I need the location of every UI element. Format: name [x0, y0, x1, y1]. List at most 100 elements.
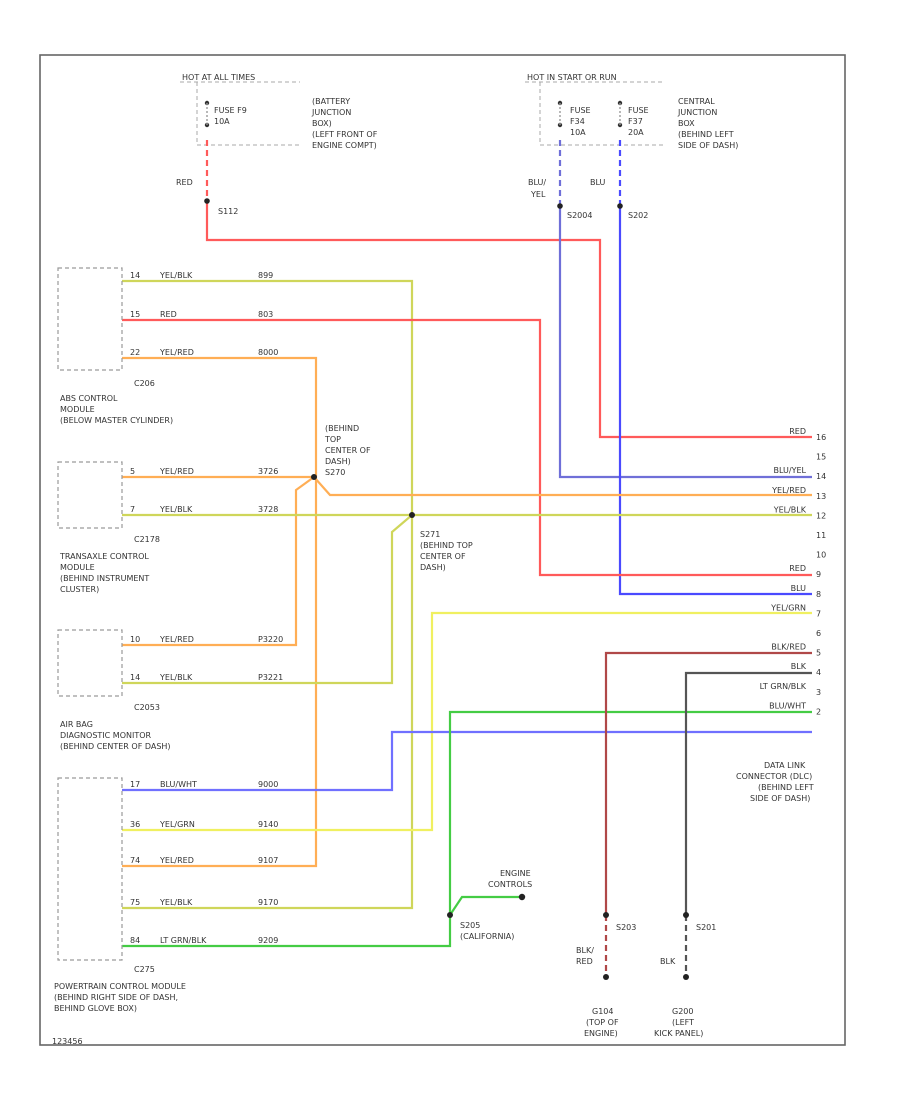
- right-power-source: HOT IN START OR RUN FUSE F34 10A FUSE F3…: [525, 73, 738, 150]
- module-name-line: POWERTRAIN CONTROL MODULE: [54, 982, 186, 991]
- blu-yel-label-2: YEL: [530, 190, 546, 199]
- module-wire-color: YEL/BLK: [159, 898, 193, 907]
- g200-name-3: KICK PANEL): [654, 1029, 703, 1038]
- bjb-line-5: ENGINE COMPT): [312, 141, 377, 150]
- module-pin-number: 74: [130, 856, 140, 865]
- dlc-wire-color: BLK/RED: [771, 643, 806, 652]
- dlc-pin-number: 11: [816, 531, 826, 540]
- dlc-pin-number: 8: [816, 590, 821, 599]
- dlc-pin-11: 11: [816, 531, 826, 540]
- dlc-name-4: SIDE OF DASH): [750, 794, 810, 803]
- module-id: C206: [134, 379, 155, 388]
- s205-splice: [447, 912, 453, 918]
- module-wire-color: YEL/RED: [159, 635, 194, 644]
- s201-splice: [683, 912, 689, 918]
- module-wire-color: YEL/BLK: [159, 271, 193, 280]
- module-circuit-number: 803: [258, 310, 273, 319]
- s202-label: S202: [628, 211, 648, 220]
- bjb-line-4: (LEFT FRONT OF: [312, 130, 378, 139]
- dlc-pin-number: 3: [816, 688, 821, 697]
- module-pin-number: 17: [130, 780, 140, 789]
- module-connector-box: [57, 629, 123, 697]
- module-wire-color: YEL/RED: [159, 856, 194, 865]
- module-pin-number: 7: [130, 505, 135, 514]
- fuse-f37-num: F37: [628, 117, 643, 126]
- module-wire-color: YEL/BLK: [159, 673, 193, 682]
- module-pin-number: 14: [130, 673, 140, 682]
- bjb-line-1: (BATTERY: [312, 97, 350, 106]
- s270-line-2: TOP: [324, 435, 341, 444]
- module-circuit-number: 9209: [258, 936, 278, 945]
- module-pin-number: 36: [130, 820, 140, 829]
- module-wire-color: BLU/WHT: [160, 780, 197, 789]
- s270-line-3: CENTER OF: [325, 446, 371, 455]
- module-wire-color: YEL/GRN: [159, 820, 195, 829]
- blu-yel-feed-wire: BLU/ YEL S2004: [528, 140, 812, 479]
- s201-label: S201: [696, 923, 716, 932]
- module-pin-number: 22: [130, 348, 140, 357]
- dlc-name-3: (BEHIND LEFT: [758, 783, 814, 792]
- module-name-line: CLUSTER): [60, 585, 99, 594]
- blu-label: BLU: [590, 178, 606, 187]
- hot-in-start-or-run-label: HOT IN START OR RUN: [527, 73, 617, 82]
- dlc-pin-number: 6: [816, 629, 821, 638]
- left-power-source: HOT AT ALL TIMES FUSE F9 10A (BATTERY JU…: [180, 73, 378, 150]
- module-circuit-number: 9170: [258, 898, 278, 907]
- diagram-frame: [39, 54, 846, 1046]
- splice-labels: (BEHIND TOP CENTER OF DASH) S270 S271 (B…: [324, 424, 716, 941]
- dlc-pin-15: 15: [816, 453, 826, 462]
- g104-ground: [603, 974, 609, 980]
- module-pin-number: 14: [130, 271, 140, 280]
- g104-name-3: ENGINE): [584, 1029, 618, 1038]
- s205-line-1: S205: [460, 921, 480, 930]
- cjb-line-5: SIDE OF DASH): [678, 141, 738, 150]
- module-circuit-number: 899: [258, 271, 273, 280]
- module-wire-color: YEL/BLK: [159, 505, 193, 514]
- dlc-pin-number: 10: [816, 551, 826, 560]
- engine-controls-line-1: ENGINE: [500, 869, 531, 878]
- module-circuit-number: 8000: [258, 348, 278, 357]
- module-wire-color: YEL/RED: [159, 348, 194, 357]
- module-name-line: MODULE: [60, 563, 95, 572]
- dlc-pin-number: 16: [816, 433, 826, 442]
- module-wire-color: LT GRN/BLK: [160, 936, 207, 945]
- bjb-line-3: BOX): [312, 119, 332, 128]
- module-wire-color: YEL/RED: [159, 467, 194, 476]
- dlc-wire-color: BLU: [791, 584, 807, 593]
- s203-label: S203: [616, 923, 636, 932]
- module-name-line: DIAGNOSTIC MONITOR: [60, 731, 152, 740]
- g200-ground: [683, 974, 689, 980]
- module-circuit-number: P3220: [258, 635, 283, 644]
- dlc-pin-number: 13: [816, 492, 826, 501]
- fuse-f9-label: FUSE F9: [214, 106, 247, 115]
- module-circuit-number: 9107: [258, 856, 278, 865]
- ground-labels: BLK/ RED BLK G104 (TOP OF ENGINE) G200 (…: [576, 946, 703, 1038]
- dlc-pin-number: 2: [816, 707, 821, 716]
- s205-line-2: (CALIFORNIA): [460, 932, 514, 941]
- module-name-line: AIR BAG: [60, 720, 93, 729]
- module-circuit-number: 9140: [258, 820, 278, 829]
- s112-label: S112: [218, 207, 238, 216]
- g104-wire-2: RED: [576, 957, 593, 966]
- fuse-f34-num: F34: [570, 117, 585, 126]
- dlc-name-1: DATA LINK: [764, 761, 806, 770]
- s271-line-3: CENTER OF: [420, 552, 466, 561]
- dlc-wire-color: BLK: [791, 662, 807, 671]
- module-name-line: TRANSAXLE CONTROL: [59, 552, 149, 561]
- s2004-label: S2004: [567, 211, 592, 220]
- cjb-line-3: BOX: [678, 119, 695, 128]
- module-name-line: ABS CONTROL: [60, 394, 118, 403]
- fuse-f34-amp: 10A: [570, 128, 586, 137]
- g200-wire: BLK: [660, 957, 676, 966]
- module-pin-number: 15: [130, 310, 140, 319]
- red-feed-wire: RED S112: [176, 140, 812, 439]
